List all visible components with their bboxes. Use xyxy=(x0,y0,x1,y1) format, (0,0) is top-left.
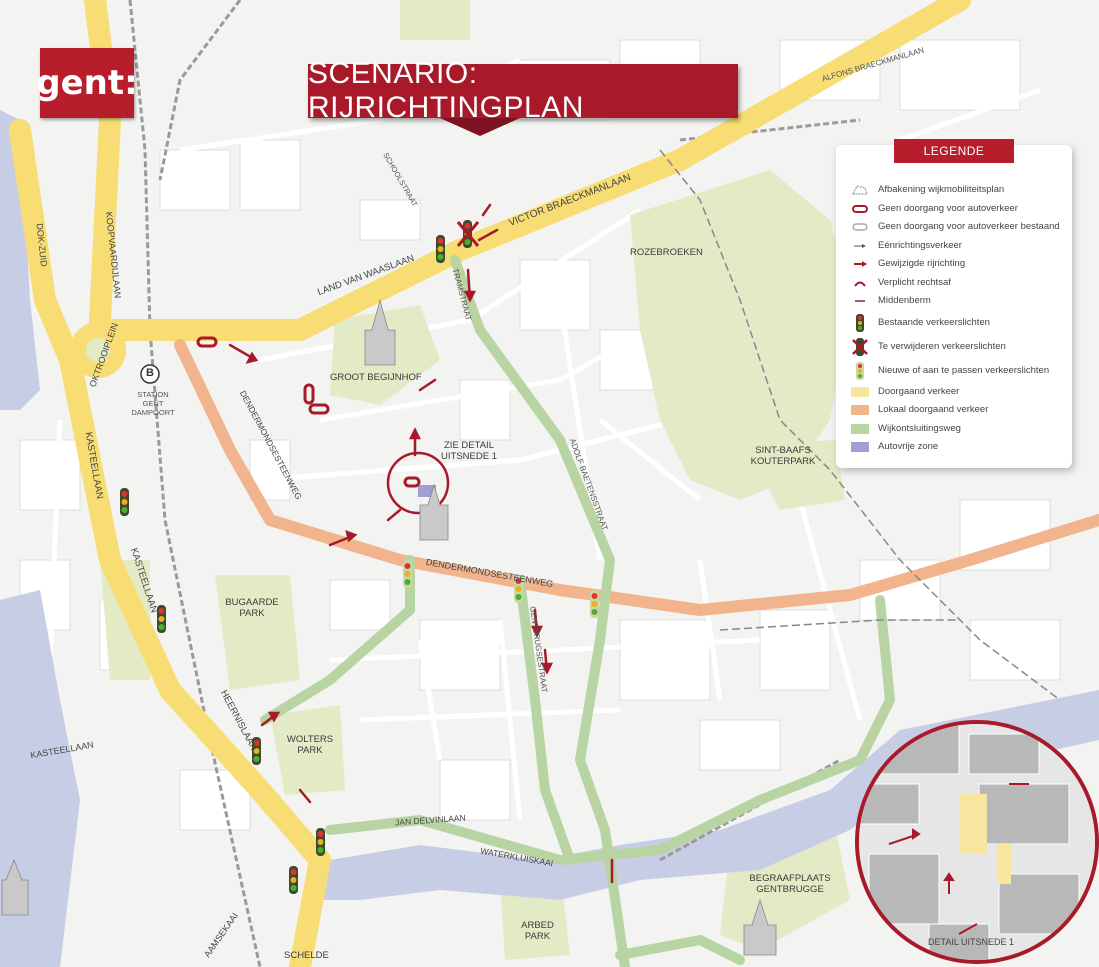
traffic-light-icon xyxy=(850,313,870,332)
removed-traffic-light-icon xyxy=(850,337,870,356)
begraafplaats-label: BEGRAAFPLAATS GENTBRUGGE xyxy=(749,873,831,895)
sint-baafs-label: SINT-BAAFS KOUTERPARK xyxy=(750,445,816,467)
changed-direction-arrow-icon xyxy=(850,257,870,271)
legend-item: Eénrichtingsverkeer xyxy=(846,237,1060,256)
legend-label: Geen doorgang voor autoverkeer xyxy=(878,202,1018,214)
legend-panel: LEGENDE Afbakening wijkmobiliteitsplan G… xyxy=(836,139,1072,468)
rozebroeken-label: ROZEBROEKEN xyxy=(630,247,703,258)
legend-item: Autovrije zone xyxy=(846,438,1060,457)
arbed-label: ARBED PARK xyxy=(521,920,554,942)
legend-item: Verplicht rechtsaf xyxy=(846,274,1060,293)
legend-label: Nieuwe of aan te passen verkeerslichten xyxy=(878,364,1050,376)
no-through-existing-icon xyxy=(850,220,870,234)
legend-label: Middenberm xyxy=(878,295,931,306)
district-road-swatch xyxy=(850,422,870,436)
local-through-swatch xyxy=(850,403,870,417)
through-traffic-swatch xyxy=(850,385,870,399)
legend-item: Middenberm xyxy=(846,292,1060,311)
gent-logo: gent: xyxy=(36,48,138,118)
median-icon xyxy=(850,294,870,308)
legend-item: Te verwijderen verkeerslichten xyxy=(846,335,1060,359)
title-ribbon-tail xyxy=(440,118,520,136)
beginhof-label: GROOT BEGIJNHOF xyxy=(330,372,422,383)
train-station-icon: B xyxy=(146,367,154,379)
schelde-label: SCHELDE xyxy=(284,950,329,961)
legend-header: LEGENDE xyxy=(894,139,1014,163)
legend-item: Gewijzigde rijrichting xyxy=(846,255,1060,274)
legend-item: Afbakening wijkmobiliteitsplan xyxy=(846,181,1060,200)
legend-label: Geen doorgang voor autoverkeer bestaand xyxy=(878,221,1060,232)
page-title: SCENARIO: RIJRICHTINGPLAN xyxy=(308,57,738,124)
detail-inset xyxy=(855,720,1099,964)
legend-label: Autovrije zone xyxy=(878,441,939,452)
legend-label: Doorgaand verkeer xyxy=(878,385,960,397)
legend-label: Wijkontsluitingsweg xyxy=(878,422,961,434)
see-detail-label: ZIE DETAIL UITSNEDE 1 xyxy=(441,440,497,462)
bugaarde-label: BUGAARDE PARK xyxy=(225,597,279,619)
no-through-red-icon xyxy=(850,202,870,216)
legend-label: Verplicht rechtsaf xyxy=(878,276,951,288)
car-free-swatch xyxy=(850,440,870,454)
detail-inset-label: DETAIL UITSNEDE 1 xyxy=(928,937,1015,947)
legend-item: Wijkontsluitingsweg xyxy=(846,420,1060,439)
legend-item: Bestaande verkeerslichten xyxy=(846,311,1060,335)
boundary-icon xyxy=(850,183,870,197)
legend-label: Bestaande verkeerslichten xyxy=(878,316,990,328)
legend-label: Eénrichtingsverkeer xyxy=(878,239,962,251)
new-traffic-light-icon xyxy=(850,361,870,380)
legend-item: Nieuwe of aan te passen verkeerslichten xyxy=(846,359,1060,383)
one-way-arrow-icon xyxy=(850,239,870,253)
legend-label: Afbakening wijkmobiliteitsplan xyxy=(878,184,1005,195)
legend-item: Lokaal doorgaand verkeer xyxy=(846,401,1060,420)
detail-inset-map xyxy=(859,724,1095,960)
legend-list: Afbakening wijkmobiliteitsplan Geen door… xyxy=(846,181,1060,457)
legend-label: Te verwijderen verkeerslichten xyxy=(878,340,1006,352)
legend-label: Lokaal doorgaand verkeer xyxy=(878,404,989,415)
legend-item: Geen doorgang voor autoverkeer xyxy=(846,200,1060,219)
mandatory-straight-icon xyxy=(850,276,870,290)
station-label: STATION GENT DAMPOORT xyxy=(131,390,175,417)
wolters-label: WOLTERS PARK xyxy=(286,734,334,756)
legend-item: Doorgaand verkeer xyxy=(846,383,1060,402)
legend-item: Geen doorgang voor autoverkeer bestaand xyxy=(846,218,1060,237)
legend-label: Gewijzigde rijrichting xyxy=(878,258,966,269)
